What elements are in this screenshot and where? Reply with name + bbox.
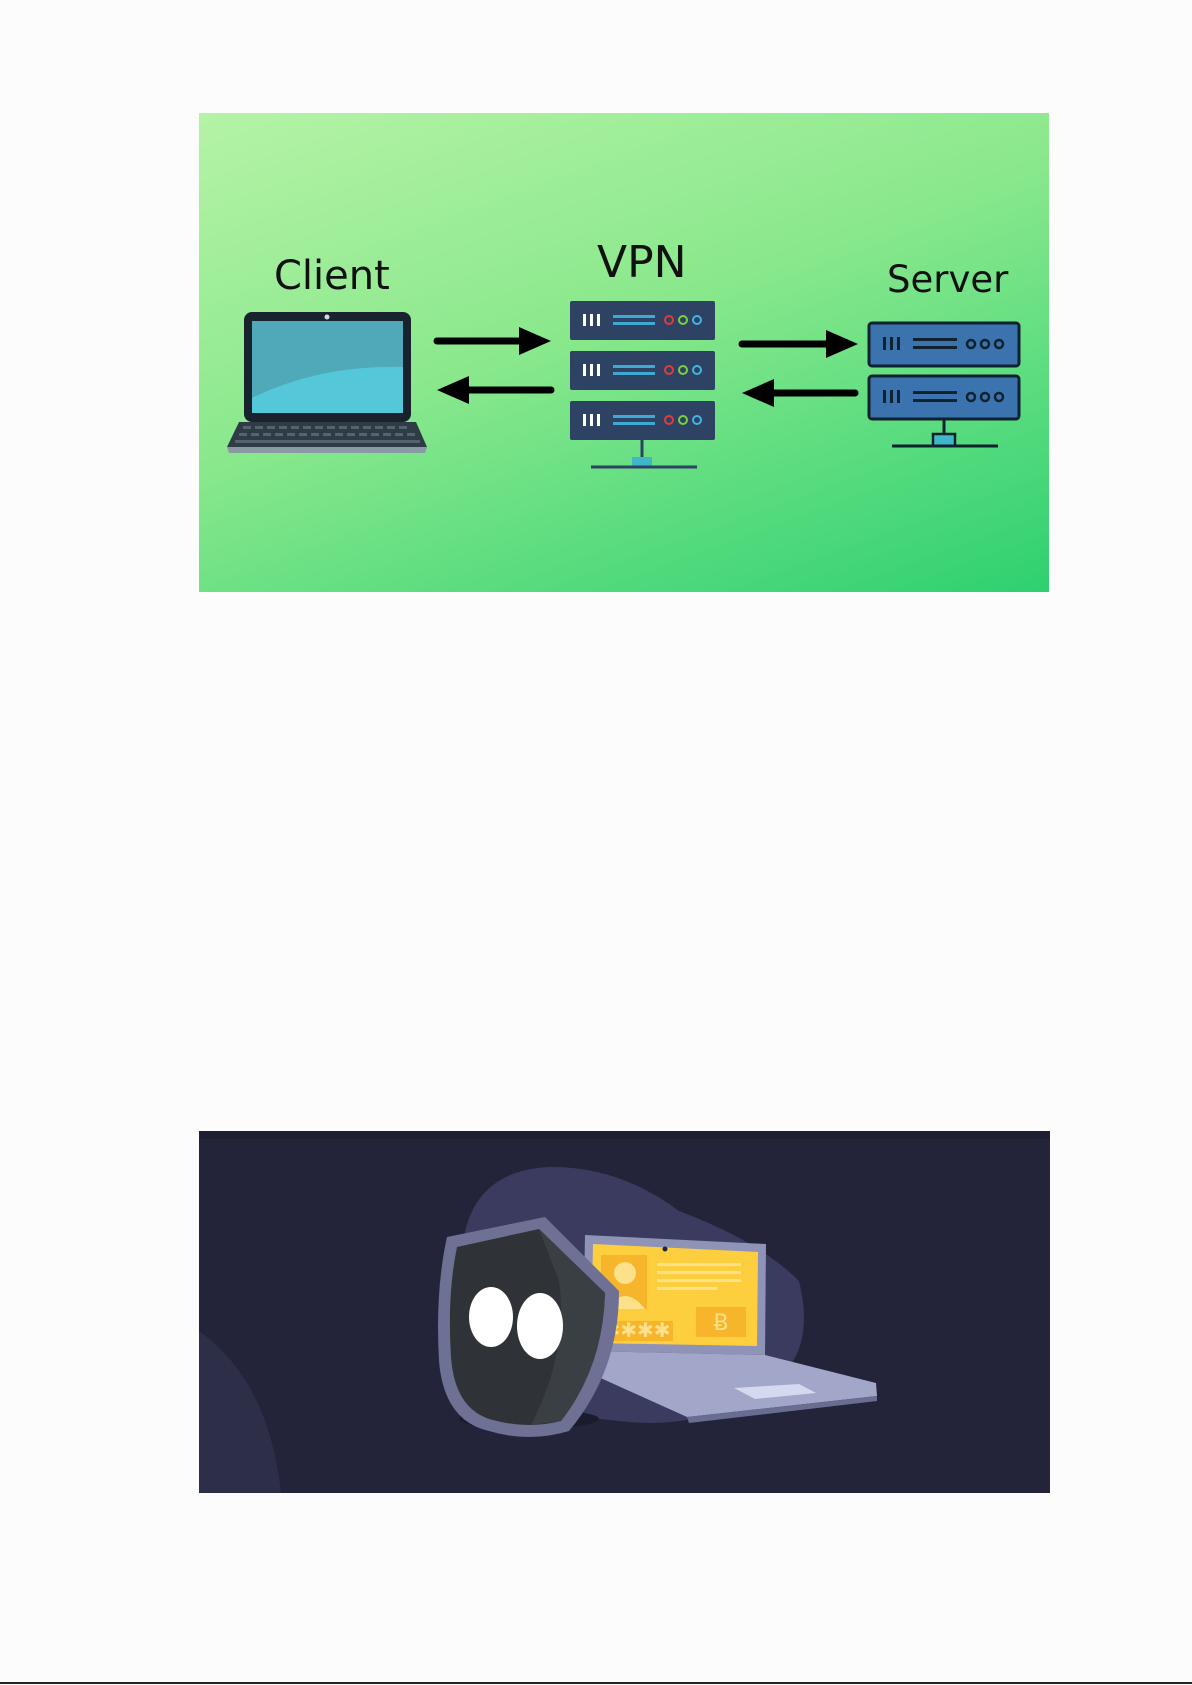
svg-text:Ƀ: Ƀ <box>713 1311 728 1336</box>
arrow-right-icon <box>742 330 858 358</box>
vpn-server-rack-icon <box>570 301 715 467</box>
client-label: Client <box>274 253 390 299</box>
privacy-illustration: ✱✱✱✱ Ƀ <box>199 1131 1050 1493</box>
vpn-label: VPN <box>597 237 687 288</box>
server-rack-icon <box>869 323 1019 446</box>
footer-rule <box>0 1682 1192 1684</box>
arrow-left-icon <box>437 376 551 404</box>
privacy-illustration-graphic: ✱✱✱✱ Ƀ <box>199 1131 1050 1493</box>
vpn-diagram: Client VPN Server <box>199 113 1049 592</box>
server-label: Server <box>887 258 1008 301</box>
laptop-icon <box>227 312 427 453</box>
arrow-left-icon <box>742 379 855 407</box>
arrow-right-icon <box>437 327 551 355</box>
vpn-diagram-graphic <box>199 113 1049 592</box>
